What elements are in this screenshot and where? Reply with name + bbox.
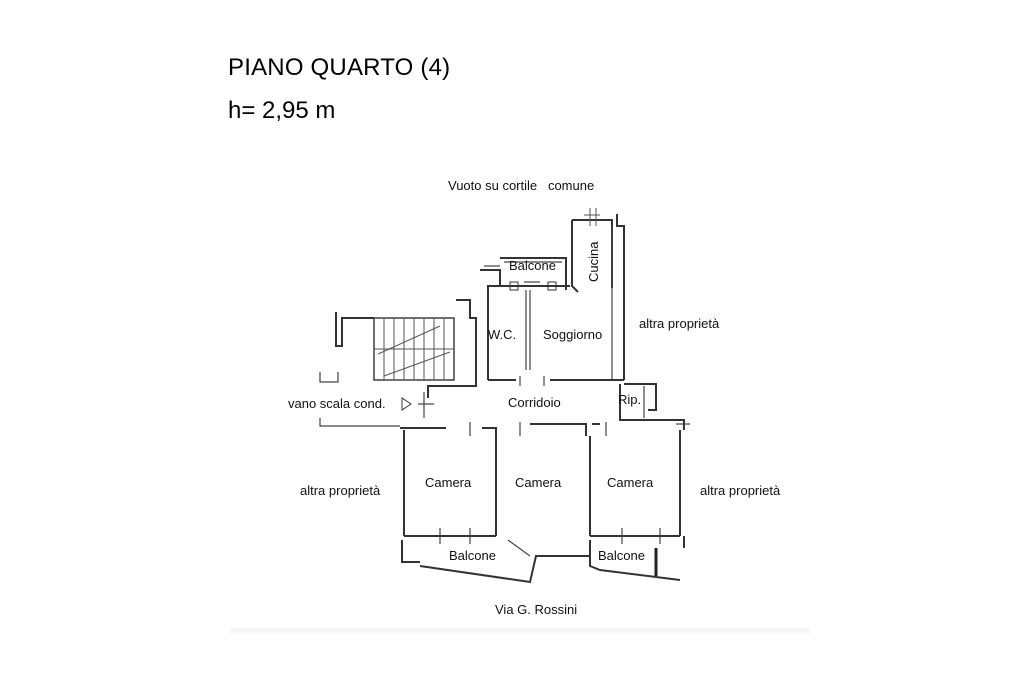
bedroom-walls xyxy=(403,430,681,544)
bedroom-1-label: Camera xyxy=(425,475,472,490)
corridor-label: Corridoio xyxy=(508,395,561,410)
bedroom-3-label: Camera xyxy=(607,475,654,490)
bottom-balcony-walls xyxy=(401,536,685,584)
living-room-label: Soggiorno xyxy=(543,327,602,342)
balcony-bottom-right-label: Balcone xyxy=(598,548,645,563)
bedroom-top-walls xyxy=(400,422,607,436)
wc-label: W.C. xyxy=(488,327,516,342)
wc-living-walls xyxy=(488,290,624,386)
other-property-right-bottom-label: altra proprietà xyxy=(700,483,781,498)
balcony-bottom-left-label: Balcone xyxy=(449,548,496,563)
entrance-arrow-icon xyxy=(401,392,434,418)
corridor-walls xyxy=(619,383,690,430)
bottom-divider xyxy=(230,628,810,634)
courtyard-label: Vuoto su cortile comune xyxy=(448,178,594,193)
bedroom-2-label: Camera xyxy=(515,475,562,490)
ceiling-height: h= 2,95 m xyxy=(228,97,336,124)
balcony-top-label: Balcone xyxy=(509,258,556,273)
page-title: PIANO QUARTO (4) xyxy=(228,54,451,81)
kitchen-walls xyxy=(571,208,625,380)
storage-label: Rip. xyxy=(618,392,641,407)
kitchen-label: Cucina xyxy=(586,241,601,282)
stairwell-label: vano scala cond. xyxy=(288,396,386,411)
other-property-right-top-label: altra proprietà xyxy=(639,316,720,331)
top-balcony-walls xyxy=(480,257,570,380)
staircase-icon xyxy=(319,299,477,427)
other-property-left-label: altra proprietà xyxy=(300,483,381,498)
street-label: Via G. Rossini xyxy=(495,602,577,617)
